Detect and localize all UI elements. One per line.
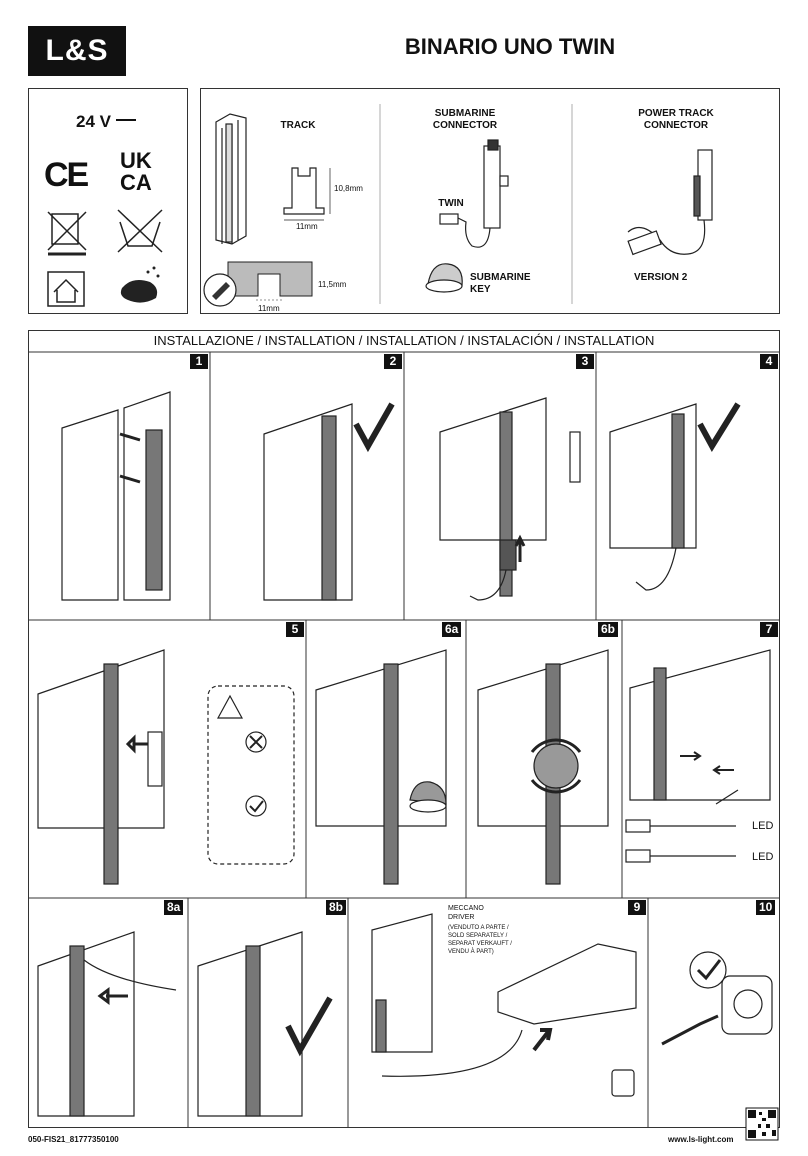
step-number: 7 (760, 622, 778, 637)
step7-drawing (625, 649, 771, 863)
step5-drawing (37, 649, 295, 885)
driver-title: MECCANO DRIVER (448, 905, 484, 921)
step-number: 6b (598, 622, 619, 637)
dry-clean-cloth-icon (120, 266, 160, 303)
no-washing-icon (117, 209, 163, 253)
step6a-drawing (315, 649, 447, 885)
track-dim-width: 11mm (296, 222, 318, 231)
step1-drawing (61, 391, 171, 601)
step-number: 4 (760, 354, 778, 369)
voltage-label: 24 V (76, 112, 136, 132)
brand-logo: L&S (28, 26, 126, 76)
submarine-connector-label: SUBMARINE CONNECTOR (432, 108, 498, 131)
version-label: VERSION 2 (634, 272, 688, 283)
step8a-drawing (37, 931, 177, 1117)
groove-dim-width: 11mm (258, 304, 280, 313)
step-number: 9 (628, 900, 646, 915)
website-link[interactable]: www.ls-light.com (668, 1135, 734, 1144)
groove-dim-depth: 11,5mm (318, 280, 347, 289)
step9-drawing (371, 913, 637, 1097)
page-title: BINARIO UNO TWIN (404, 34, 616, 59)
step-number: 5 (286, 622, 304, 637)
led-label: LED (752, 820, 774, 832)
step-number: 8b (326, 900, 347, 915)
twin-label: TWIN (438, 198, 464, 209)
driver-note: (VENDUTO A PARTE / SOLD SEPARATELY / SEP… (448, 925, 512, 955)
indoor-use-icon (47, 271, 85, 307)
led-label: LED (752, 851, 774, 863)
step-number: 3 (576, 354, 594, 369)
step4-drawing (609, 402, 741, 591)
step8b-drawing (197, 931, 333, 1117)
track-drawing-icon (215, 113, 247, 245)
step6b-drawing (477, 649, 609, 885)
specs-panel (28, 88, 188, 314)
groove-profile-icon (203, 261, 313, 307)
no-waste-bin-icon (47, 211, 87, 256)
power-track-label: POWER TRACK CONNECTOR (638, 108, 714, 131)
step2-drawing (263, 402, 395, 601)
step3-drawing (439, 397, 581, 601)
track-profile-icon (283, 167, 331, 221)
installation-heading: INSTALLAZIONE / INSTALLATION / INSTALLAT… (153, 333, 655, 348)
step-number: 1 (190, 354, 208, 369)
step10-drawing (661, 951, 773, 1046)
ce-mark-icon: CE (44, 156, 89, 194)
track-dim-height: 10,8mm (334, 184, 363, 193)
step-number: 6a (442, 622, 462, 637)
power-track-connector-icon (627, 149, 713, 256)
track-label: TRACK (280, 120, 316, 131)
components-panel (200, 88, 780, 314)
step-number: 2 (384, 354, 402, 369)
submarine-key-label: SUBMARINE KEY (470, 272, 531, 295)
submarine-connector-icon (439, 139, 509, 248)
document-code: 050-FIS21_81777350100 (28, 1135, 119, 1144)
installation-panel (28, 330, 780, 1128)
step-number: 10 (756, 900, 776, 915)
submarine-key-icon (425, 263, 463, 293)
step-number: 8a (164, 900, 184, 915)
